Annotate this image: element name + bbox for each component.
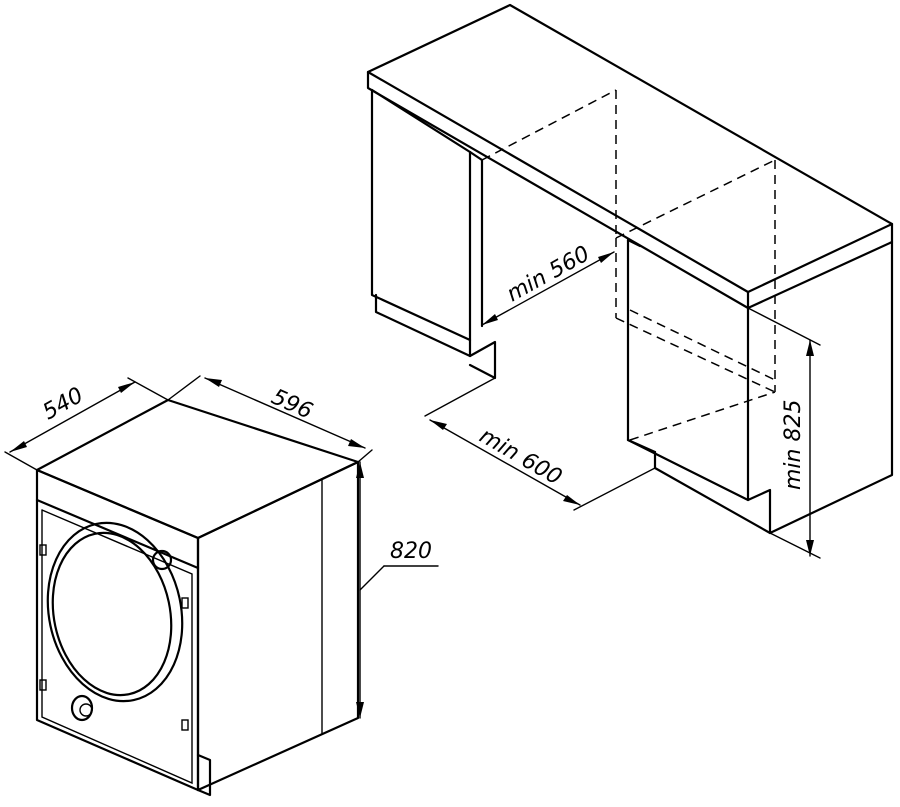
niche-width-label: min 600 (475, 424, 566, 491)
washer-width-label: 596 (268, 385, 317, 425)
right-cabinet (626, 238, 750, 502)
left-cabinet (370, 88, 472, 342)
washer-side-face (196, 460, 360, 792)
door-knob (151, 549, 173, 571)
countertop-top (366, 3, 894, 294)
washing-machine (35, 398, 360, 797)
filter-hatch (70, 694, 94, 722)
washer-door (46, 521, 184, 703)
washer-top-face (35, 398, 360, 540)
niche-depth-label: min 560 (503, 242, 594, 308)
niche-dimensions: min 560 min 600 min 825 (424, 242, 821, 559)
washer-depth-label: 540 (39, 383, 88, 425)
niche-height-label: min 825 (781, 400, 806, 490)
washer-height-label: 820 (390, 539, 432, 564)
washer-dimensions: 540 596 820 (4, 375, 439, 719)
kitchen-cabinet (366, 3, 894, 535)
